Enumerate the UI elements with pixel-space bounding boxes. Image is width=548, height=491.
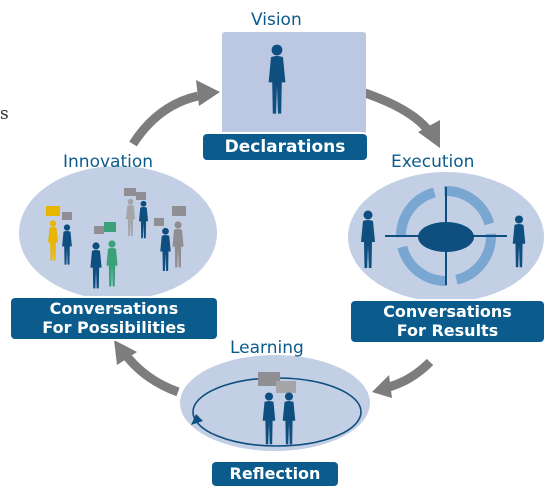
learning-ellipse — [180, 355, 370, 451]
cycle-arrows — [121, 87, 434, 397]
execution-heading: Execution — [391, 152, 475, 172]
conversations-for-results-label: Conversations For Results — [351, 301, 544, 342]
stray-mark: s — [0, 104, 9, 124]
arrowhead-vision — [196, 80, 220, 106]
innovation-heading: Innovation — [63, 152, 154, 172]
conversations-for-possibilities-line1: Conversations — [49, 299, 179, 318]
speech-bubble-icon — [154, 218, 164, 226]
vision-card — [222, 32, 366, 146]
speech-bubble-icon — [62, 212, 72, 220]
speech-bubble-icon — [258, 372, 280, 386]
conversations-for-possibilities-label: Conversations For Possibilities — [11, 298, 217, 339]
innovation-ellipse — [19, 166, 217, 300]
arrowhead-innovation — [114, 340, 137, 365]
declarations-text: Declarations — [224, 137, 346, 157]
speech-bubble-icon — [276, 381, 296, 393]
speech-bubble-icon — [172, 206, 186, 216]
speech-bubble-icon — [104, 222, 116, 232]
declarations-label: Declarations — [203, 134, 367, 160]
conversations-for-results-line1: Conversations — [383, 302, 512, 321]
arrow-vision-to-execution — [360, 87, 432, 133]
reflection-text: Reflection — [229, 464, 321, 483]
speech-bubble-icon — [124, 188, 136, 196]
speech-bubble-icon — [94, 226, 104, 234]
arrow-innovation-to-vision — [129, 91, 200, 147]
conversations-for-results-line2: For Results — [396, 321, 499, 340]
speech-bubble-icon — [46, 206, 60, 216]
learning-heading: Learning — [230, 338, 304, 358]
loop-arrow-head — [191, 414, 203, 425]
conversation-group — [46, 188, 186, 289]
speech-bubble-icon — [136, 192, 146, 200]
arrowhead-learning — [372, 375, 392, 398]
reflection-label: Reflection — [212, 462, 338, 486]
arrow-execution-to-learning — [383, 358, 434, 393]
arrow-heads — [114, 80, 440, 398]
arrowhead-execution — [418, 120, 440, 148]
conversations-for-possibilities-line2: For Possibilities — [42, 318, 186, 337]
vision-heading: Vision — [251, 10, 302, 30]
cycle-arrows-icon — [385, 186, 507, 286]
arrow-learning-to-innovation — [121, 351, 180, 397]
